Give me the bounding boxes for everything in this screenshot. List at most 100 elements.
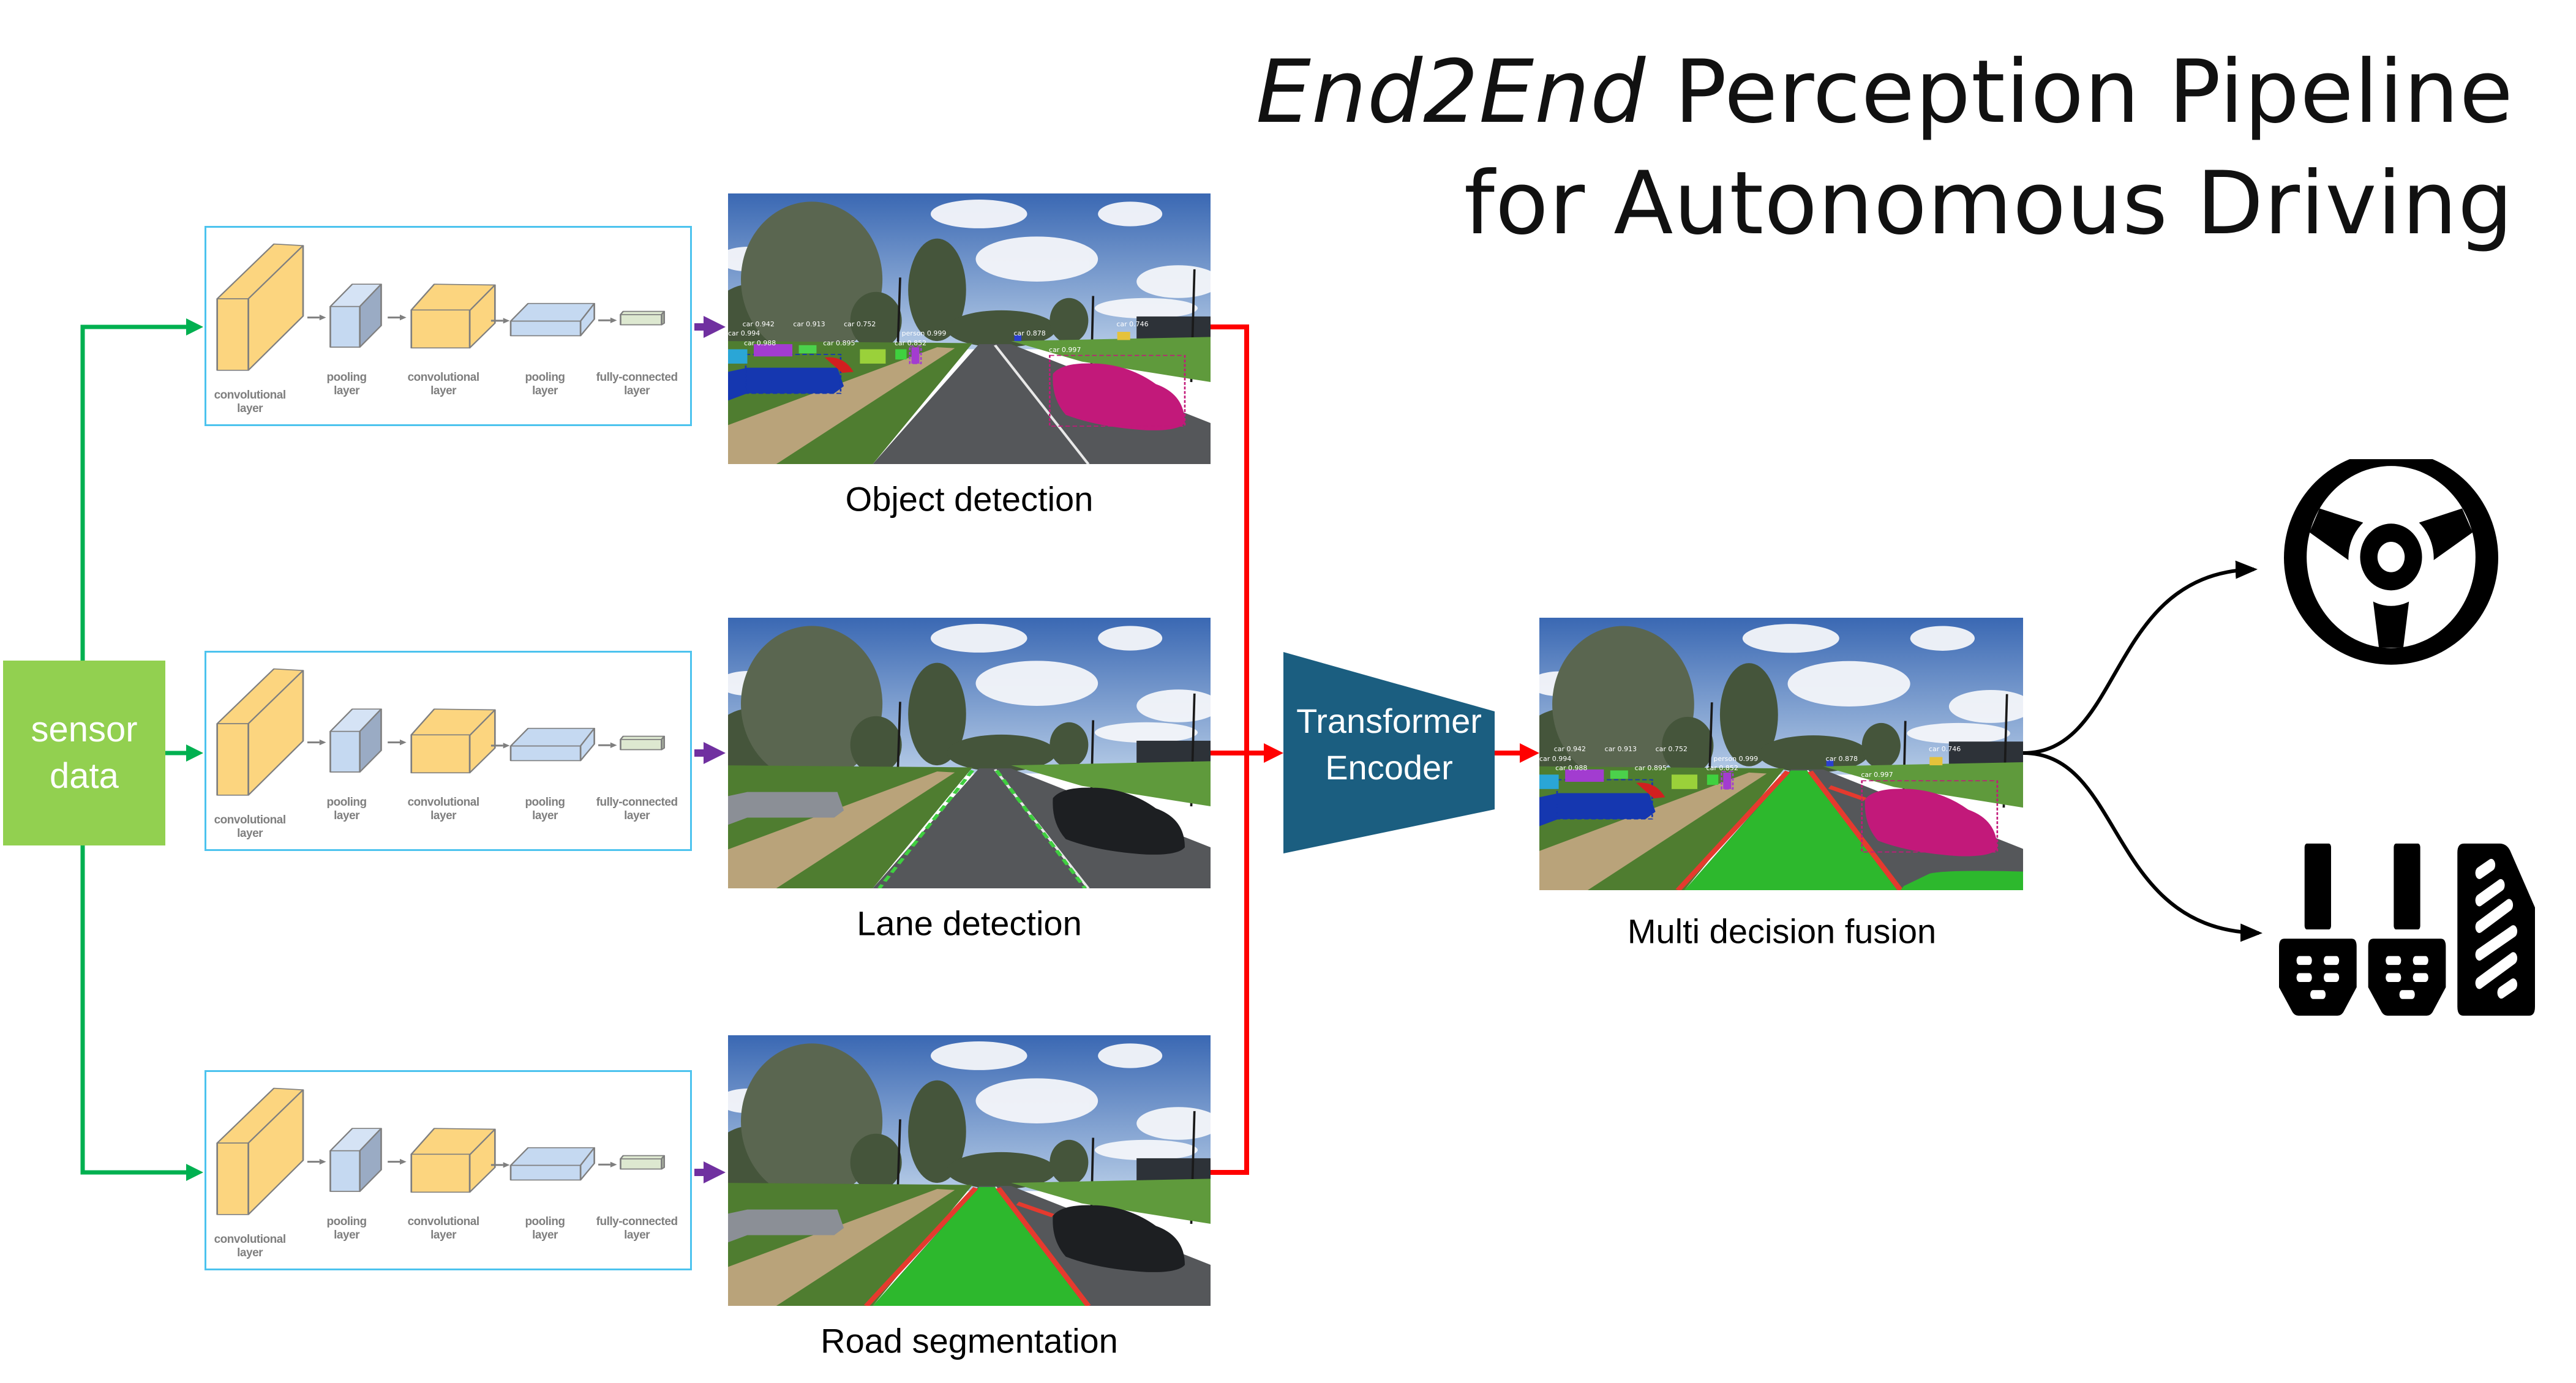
red-line-top <box>1211 324 1249 1175</box>
conv-layer-2-block <box>410 283 496 349</box>
cnn-layer-label-line-1: fully-connected <box>596 796 678 809</box>
pooling-layer-2-block <box>509 1147 595 1181</box>
detected-objects <box>728 332 1130 373</box>
detection-label: car 0.895 <box>823 339 855 347</box>
detection-label: car 0.997 <box>1861 771 1893 779</box>
detection-boxes <box>745 345 1186 427</box>
cnn-layer-label-line-2: layer <box>237 827 263 841</box>
sidewalk <box>1539 772 1767 890</box>
clouds <box>1539 624 2023 744</box>
trees <box>1539 626 1901 783</box>
parked-car <box>1539 793 1656 826</box>
sidewalk <box>728 1189 955 1306</box>
cnn-layer-label-line-1: pooling <box>326 1215 367 1229</box>
clouds <box>728 624 1211 743</box>
cnn-layer-label-line-2: layer <box>334 1229 360 1242</box>
car <box>1053 363 1185 430</box>
drivable-area-mask <box>1684 770 1898 890</box>
green-line-top <box>80 318 203 661</box>
grass-right <box>1823 762 2023 808</box>
cnn-layer-label-line-1: pooling <box>525 796 565 809</box>
cnn-layer-label-line-2: layer <box>532 1229 558 1242</box>
road-edge-mask <box>1675 770 1904 890</box>
conv-layer-2-block <box>410 708 496 774</box>
arrow-to-steering <box>2022 560 2258 755</box>
grass-right <box>1011 337 1211 383</box>
detection-label: car 0.913 <box>793 320 825 328</box>
sidewalk <box>728 771 955 888</box>
sensor-label-line-2: data <box>50 756 119 796</box>
detection-label: car 0.988 <box>744 339 776 347</box>
cnn-layer-label-line-1: pooling <box>326 371 367 384</box>
steering-wheel-icon <box>2284 459 2498 665</box>
detection-label: car 0.752 <box>844 320 876 328</box>
drivable-area-mask-right <box>1900 871 2023 890</box>
detection-label: car 0.878 <box>1013 329 1046 338</box>
fusion-caption: Multi decision fusion <box>1627 912 1937 951</box>
title-emphasis: End2End <box>1256 42 1647 143</box>
cnn-layer-label-line-1: convolutional <box>407 1215 480 1229</box>
clouds <box>728 1041 1211 1161</box>
arrow-to-pedals <box>2022 751 2262 942</box>
black-control-arrows <box>2022 560 2262 942</box>
fully-connected-layer-block <box>620 1155 666 1170</box>
detection-label: person 0.999 <box>901 329 947 338</box>
detection-label: car 0.994 <box>728 329 760 338</box>
cnn-layer-label-line-2: layer <box>237 402 263 416</box>
pooling-layer-2-block <box>509 302 595 337</box>
trees <box>728 1043 1089 1199</box>
cnn-layer-label-line-1: convolutional <box>407 371 480 384</box>
car <box>1053 787 1185 855</box>
conv-layer-1-block <box>216 668 304 796</box>
green-line-bottom <box>80 845 203 1181</box>
transformer-label-line-2: Encoder <box>1325 748 1453 787</box>
sensor-data-box: sensor data <box>3 661 165 845</box>
cnn-layer-label-line-2: layer <box>237 1246 263 1260</box>
detection-label: car 0.994 <box>1539 754 1572 763</box>
transformer-label-line-1: Transformer <box>1296 702 1482 740</box>
detection-label: car 0.913 <box>1604 745 1637 754</box>
trees <box>728 201 1089 358</box>
clouds <box>728 200 1211 319</box>
pooling-layer-2-block <box>509 727 595 762</box>
detection-label: car 0.878 <box>1825 754 1858 763</box>
cnn-layer-label-line-2: layer <box>532 809 558 823</box>
brake-pedal-icon <box>2368 843 2446 1016</box>
conv-layer-1-block <box>216 1087 304 1215</box>
car <box>1053 1205 1185 1272</box>
cnn-layer-label-line-2: layer <box>624 809 650 823</box>
conv-layer-1-block <box>216 243 304 371</box>
parked-car <box>728 367 844 401</box>
detection-label: car 0.746 <box>1928 745 1961 754</box>
cnn-layer-label-line-1: convolutional <box>407 796 480 809</box>
title-rest: Perception Pipeline <box>1646 42 2514 143</box>
cnn-layer-label-line-2: layer <box>532 384 558 398</box>
lane-line <box>993 345 1090 464</box>
cnn-layer-label-line-1: pooling <box>326 796 367 809</box>
sidewalk <box>728 347 955 464</box>
drivable-area-mask <box>873 1186 1086 1306</box>
lane-caption: Lane detection <box>857 904 1082 943</box>
cnn-layer-label-line-2: layer <box>334 384 360 398</box>
cnn-layer-label-line-2: layer <box>624 384 650 398</box>
cnn-layer-label-line-1: fully-connected <box>596 1215 678 1229</box>
detection-label: car 0.852 <box>894 339 927 347</box>
clutch-pedal-icon <box>2279 843 2357 1016</box>
detection-label: car 0.852 <box>1706 764 1738 773</box>
purple-feature-arrows <box>694 316 726 1183</box>
transformer-encoder-label: Transformer Encoder <box>1283 698 1495 791</box>
